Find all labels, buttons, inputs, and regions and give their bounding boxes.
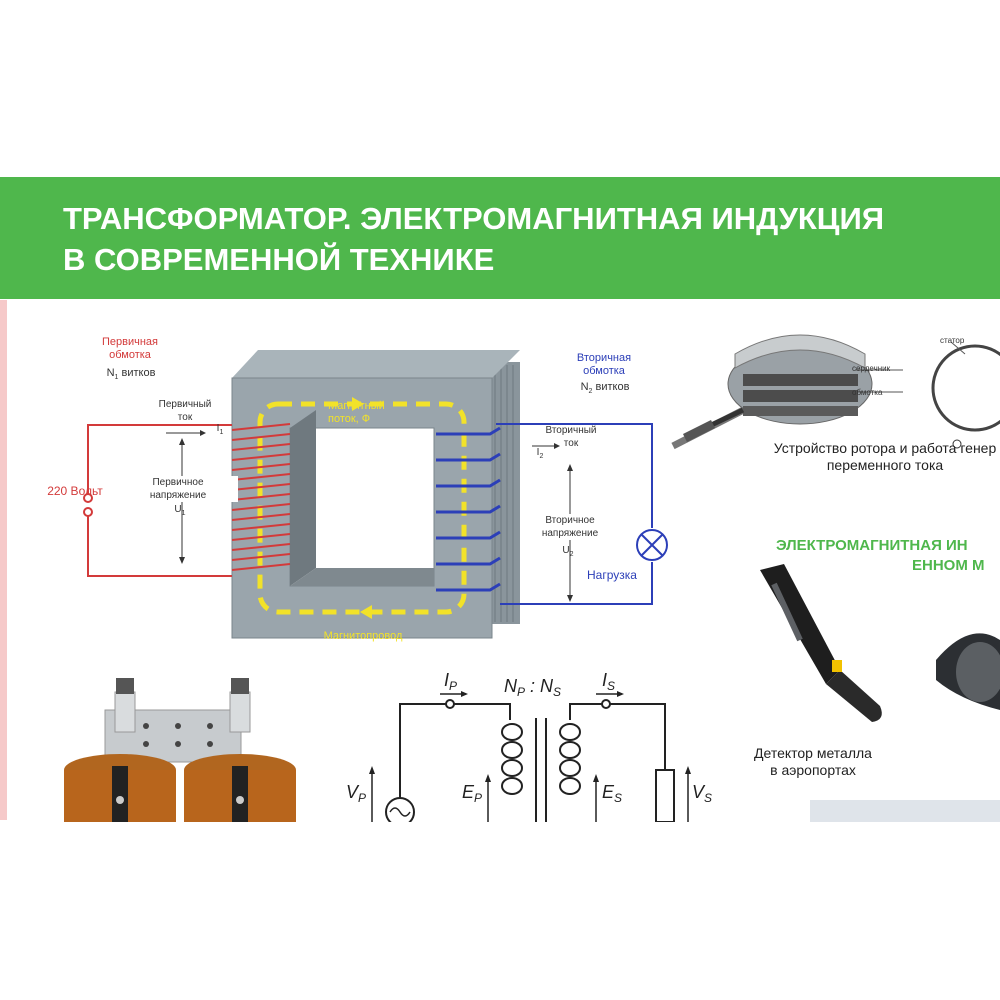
primary-wire-bottom: [87, 512, 232, 577]
secondary-winding-label: Вторичная обмотка: [576, 352, 632, 377]
ac-source-icon: [385, 797, 415, 822]
schematic-secondary-wire: [569, 703, 666, 770]
core-label: Магнитопровод: [323, 630, 403, 642]
generator-stator-label: статор: [940, 336, 965, 345]
core-lamination-edges: [490, 362, 520, 624]
page-title: ТРАНСФОРМАТОР. ЭЛЕКТРОМАГНИТНАЯ ИНДУКЦИЯ…: [63, 201, 885, 277]
label-vs: VS: [692, 782, 712, 805]
primary-voltage-label: Первичное напряжение: [118, 476, 238, 502]
primary-coil-loops: [501, 723, 523, 795]
cropped-panel: [810, 800, 1000, 822]
flux-label: Магнитный поток, Ф: [328, 400, 385, 425]
flux-arrow-bottom: [360, 605, 372, 619]
core-window-floor: [290, 568, 434, 586]
label-is: IS: [602, 670, 615, 693]
label-ep: EP: [462, 782, 482, 805]
metal-detector-caption: Детектор металла в аэропортах: [754, 745, 872, 778]
primary-winding-label: Первичная обмотка: [101, 336, 158, 361]
core-window-depth: [290, 410, 316, 586]
secondary-current-label: Вторичный ток: [545, 425, 597, 449]
coil-transformer-illustration: [64, 678, 296, 822]
primary-current-symbol: I1: [216, 423, 224, 436]
secondary-winding-coils: [436, 426, 501, 592]
ideal-transformer-schematic: IP NP : NS IS VP EP ES VS: [346, 670, 712, 822]
load-resistor: [655, 769, 675, 822]
generator-rotor-illustration: [671, 334, 1000, 450]
primary-voltage-symbol: U1: [174, 504, 186, 517]
voltage-source-label: 220 Вольт: [47, 484, 103, 498]
secondary-turns-label: N2 витков: [580, 381, 630, 396]
label-ip: IP: [444, 670, 457, 693]
left-edge-stripe: [0, 300, 7, 820]
metal-detector-illustration: [760, 564, 1000, 722]
label-turns-ratio: NP : NS: [504, 676, 561, 699]
generator-core-label: сердечник: [852, 364, 891, 373]
core-top-face: [232, 350, 520, 378]
secondary-wire-top: [496, 423, 653, 528]
primary-turns-label: N1 витков: [106, 367, 156, 382]
label-es: ES: [602, 782, 622, 805]
title-banner: [0, 177, 1000, 299]
load-label: Нагрузка: [587, 568, 637, 582]
secondary-wire-bottom: [500, 562, 653, 605]
transformer-diagram: [83, 350, 668, 639]
label-vp: VP: [346, 782, 366, 805]
load-lamp-icon: [636, 529, 668, 561]
primary-wire-top: [87, 424, 232, 498]
source-terminal-top: [83, 493, 93, 503]
section-heading-line2: ЕННОМ М: [912, 557, 985, 574]
primary-current-label: Первичный ток: [158, 399, 212, 423]
secondary-voltage-label: Вторичное напряжение: [520, 514, 620, 540]
generator-caption: Устройство ротора и работа генер перемен…: [773, 440, 997, 473]
secondary-coil-loops: [559, 723, 581, 795]
schematic-primary-wire: [399, 703, 511, 822]
source-terminal-bottom: [83, 507, 93, 517]
section-heading-line1: ЭЛЕКТРОМАГНИТНАЯ ИН: [776, 537, 968, 554]
secondary-current-symbol: I2: [536, 447, 544, 460]
secondary-voltage-symbol: U2: [562, 545, 574, 558]
flux-arrow-top: [352, 397, 364, 411]
generator-winding-label: обмотка: [852, 388, 883, 397]
primary-winding-coils: [231, 423, 291, 571]
